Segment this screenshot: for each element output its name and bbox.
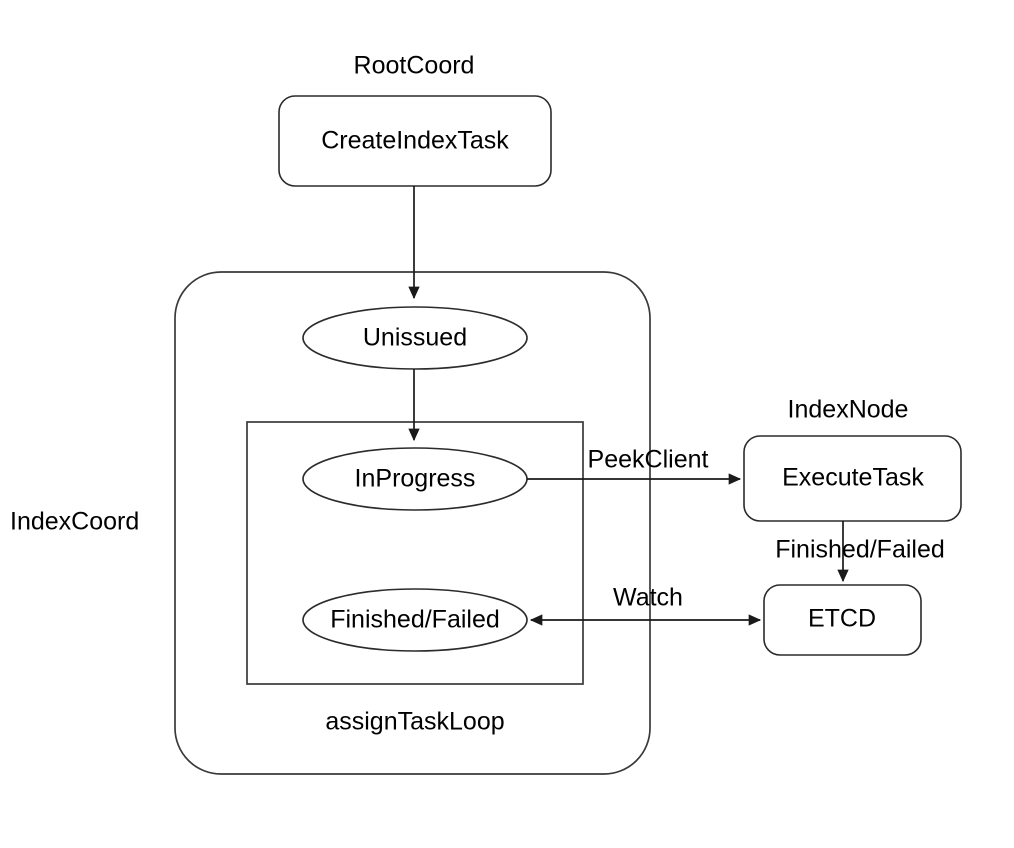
edge-label-peekclient: PeekClient (588, 446, 709, 474)
execute-task-box[interactable] (743, 435, 962, 522)
node-in-progress[interactable]: InProgress (302, 447, 528, 511)
node-unissued[interactable]: Unissued (302, 306, 528, 370)
group-label-rootcoord: RootCoord (354, 52, 475, 80)
container-index-coord (174, 271, 651, 775)
in-progress-label: InProgress (355, 465, 476, 493)
node-finished-failed-state[interactable]: Finished/Failed (302, 588, 528, 652)
edge-label-finished-failed: Finished/Failed (775, 536, 945, 564)
group-label-indexcoord: IndexCoord (10, 508, 139, 536)
finished-failed-label: Finished/Failed (330, 606, 500, 634)
finished-failed-ellipse[interactable] (302, 588, 528, 652)
unissued-label: Unissued (363, 324, 467, 352)
node-etcd[interactable]: ETCD (763, 584, 922, 656)
container-assign-task-loop (246, 421, 584, 685)
etcd-label: ETCD (808, 605, 876, 633)
execute-task-label: ExecuteTask (782, 464, 924, 492)
create-index-task-box[interactable] (278, 95, 552, 187)
node-execute-task[interactable]: ExecuteTask (743, 435, 962, 522)
node-create-index-task[interactable]: CreateIndexTask (278, 95, 552, 187)
etcd-box[interactable] (763, 584, 922, 656)
edge-label-watch: Watch (613, 584, 683, 612)
group-label-assigntaskloop: assignTaskLoop (325, 708, 504, 736)
create-index-task-label: CreateIndexTask (321, 127, 509, 155)
group-label-indexnode: IndexNode (788, 396, 909, 424)
unissued-ellipse[interactable] (302, 306, 528, 370)
